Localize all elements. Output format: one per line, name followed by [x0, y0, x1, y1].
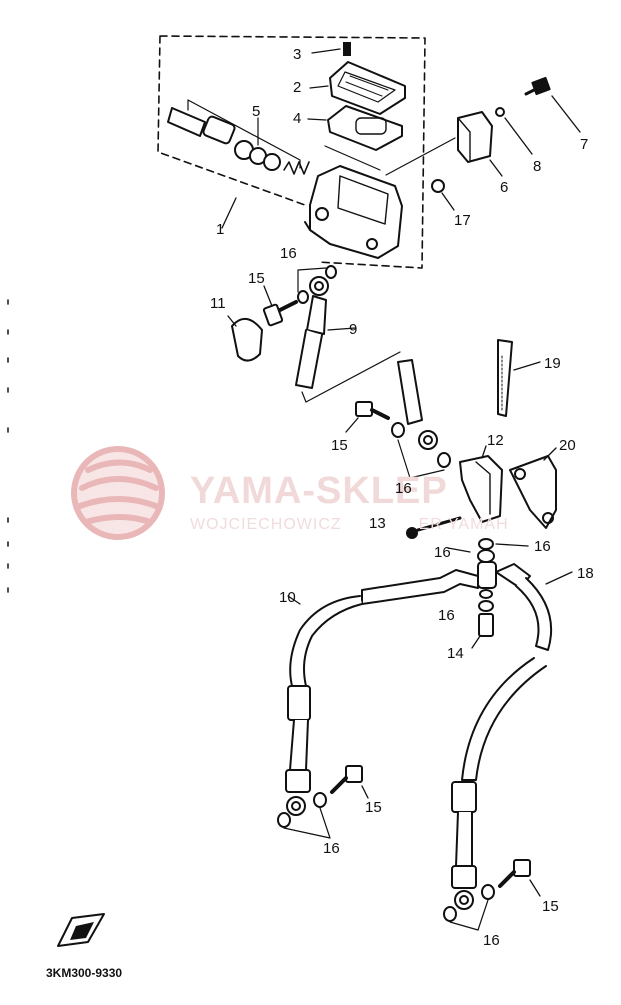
bolt-part-13	[406, 516, 462, 539]
label-part-8: 8	[533, 158, 542, 175]
master-cylinder-body-part-1	[221, 145, 403, 259]
union-bolt-part-15-mid	[345, 401, 390, 433]
label-part-14: 14	[447, 645, 464, 662]
bracket-part-20	[509, 447, 557, 529]
screw-part-3	[311, 42, 351, 56]
hose-break-line	[305, 351, 401, 403]
label-part-17: 17	[454, 212, 471, 229]
holder-part-6	[385, 111, 503, 177]
label-part-19: 19	[544, 355, 561, 372]
cable-tie-part-19	[497, 339, 541, 417]
label-part-5: 5	[252, 103, 261, 120]
label-part-12: 12	[487, 432, 504, 449]
watermark-subtitle-tail: ER YAMAH	[418, 516, 509, 533]
union-bolt-part-15-upper	[262, 285, 298, 327]
union-bolt-part-15-lower-left	[330, 765, 369, 799]
label-part-6: 6	[500, 179, 509, 196]
label-part-16-e: 16	[438, 607, 455, 624]
brake-hose-part-10	[277, 569, 479, 839]
label-part-4: 4	[293, 110, 302, 127]
label-part-10: 10	[279, 589, 296, 606]
label-part-2: 2	[293, 79, 302, 96]
label-part-15-d: 15	[542, 898, 559, 915]
piston-kit-part-5	[167, 99, 310, 175]
upper-banjo-assembly	[295, 265, 356, 389]
watermark-subtitle: WOJCIECHOWICZ ER YAMAH	[190, 516, 509, 534]
rubber-cover-part-11	[227, 315, 263, 362]
label-part-15-b: 15	[331, 437, 348, 454]
label-part-16-c: 16	[434, 544, 451, 561]
label-part-20: 20	[559, 437, 576, 454]
three-way-junction	[447, 538, 529, 649]
diaphragm-part-4	[307, 105, 403, 151]
watermark-logo	[71, 446, 165, 540]
label-part-9: 9	[349, 321, 358, 338]
label-part-16-f: 16	[323, 840, 340, 857]
label-part-18: 18	[577, 565, 594, 582]
union-bolt-part-15-lower-right	[498, 859, 541, 897]
reservoir-cap-part-2	[309, 61, 406, 115]
label-part-1: 1	[216, 221, 225, 238]
label-part-15-a: 15	[248, 270, 265, 287]
washer-part-8	[495, 107, 533, 155]
label-part-7: 7	[580, 136, 589, 153]
label-part-16-d: 16	[534, 538, 551, 555]
brake-hose-part-18	[443, 563, 573, 931]
brake-joint-part-12	[459, 445, 503, 523]
cap-part-17	[431, 179, 455, 211]
label-part-16-g: 16	[483, 932, 500, 949]
label-part-15-c: 15	[365, 799, 382, 816]
watermark-subtitle-name: WOJCIECHOWICZ	[190, 516, 342, 533]
front-indicator-icon	[57, 913, 105, 947]
diagram-code: 3KM300-9330	[46, 966, 123, 980]
hose-part-9-lower	[391, 359, 451, 479]
label-part-16-a: 16	[280, 245, 297, 262]
label-part-3: 3	[293, 46, 302, 63]
label-part-11: 11	[210, 295, 226, 312]
watermark-title: YAMA-SKLEP	[190, 470, 448, 512]
assembly-boundary	[157, 35, 426, 269]
label-part-13: 13	[369, 515, 386, 532]
bolt-part-7	[524, 76, 581, 133]
label-part-16-b: 16	[395, 480, 412, 497]
